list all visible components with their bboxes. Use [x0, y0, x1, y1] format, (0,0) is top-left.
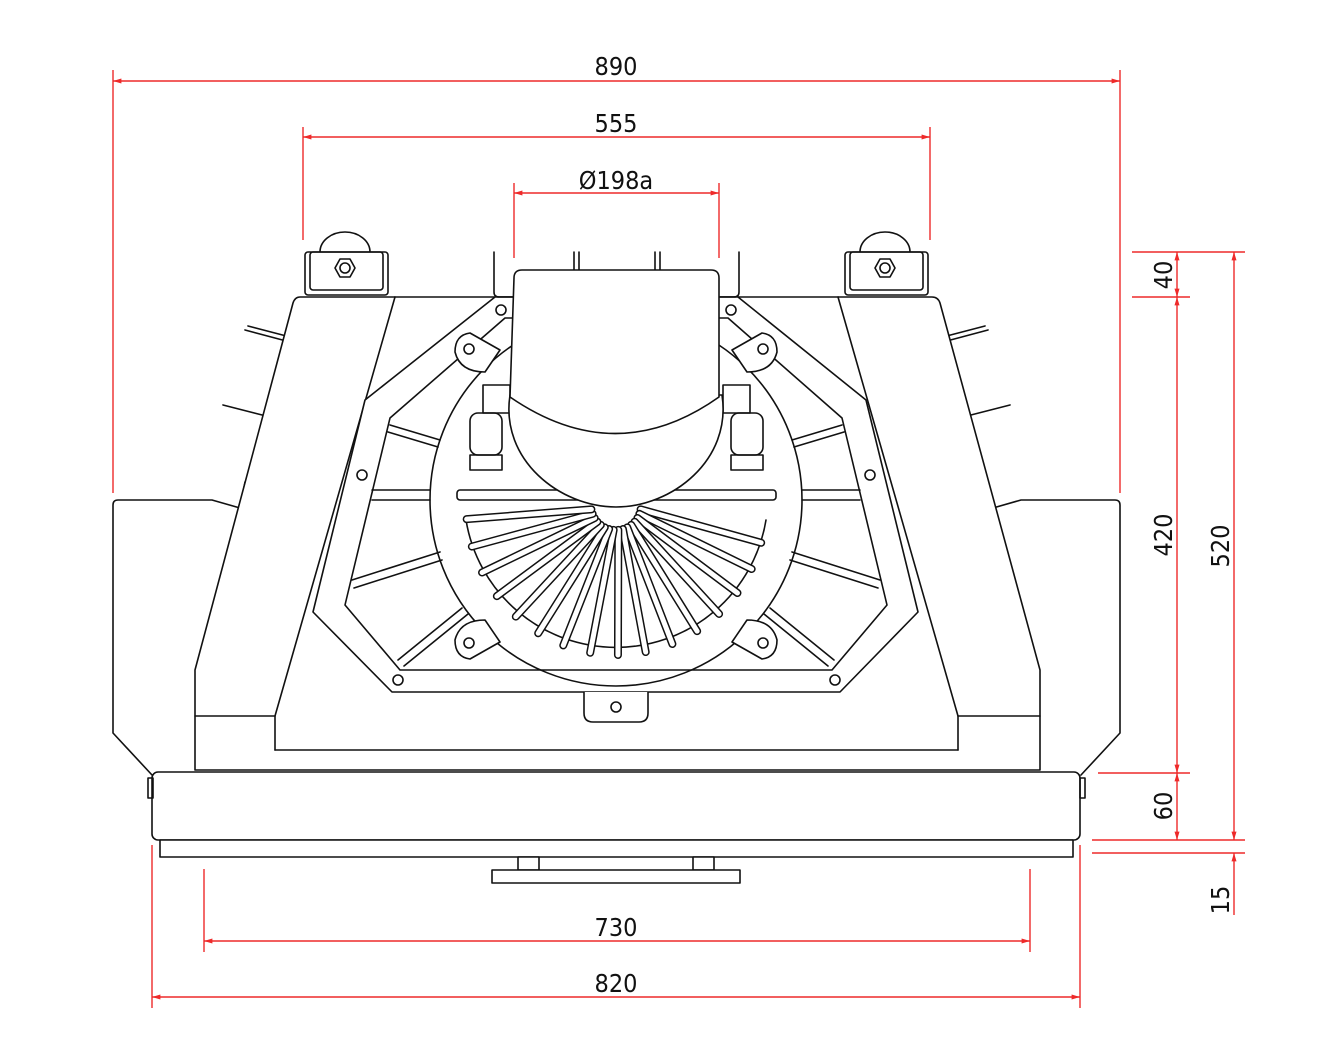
outlet-duct — [493, 251, 740, 508]
nut-icon — [874, 258, 896, 278]
impeller-vane — [535, 524, 608, 636]
impeller-vane — [479, 515, 598, 576]
dim-label-mount-spacing: 555 — [595, 109, 638, 138]
dim-overall-width: 890 — [112, 52, 1121, 493]
impeller-vane — [469, 511, 596, 550]
dim-label-base-width: 820 — [595, 969, 638, 998]
dim-label-outlet-diameter: Ø198a — [579, 166, 653, 195]
impeller-vane — [620, 526, 649, 655]
impeller-vane — [494, 519, 600, 599]
mounting-tab-left — [304, 231, 389, 296]
dim-label-base-hole-spacing: 730 — [595, 913, 638, 942]
mounting-tabs — [304, 231, 929, 296]
dim-mount-spacing: 555 — [302, 109, 931, 240]
dim-outlet-diameter: Ø198a — [513, 166, 720, 258]
impeller-vane — [464, 506, 594, 522]
dim-label-top-tab-height: 40 — [1149, 261, 1178, 290]
dim-vertical-chain: 40 420 60 520 15 — [1092, 251, 1245, 915]
dim-label-total-height: 520 — [1206, 525, 1235, 568]
impeller-vane — [638, 506, 764, 546]
dim-label-body-height: 420 — [1149, 514, 1178, 557]
volute-housing — [429, 313, 803, 723]
dim-base-hole-spacing: 730 — [203, 869, 1031, 952]
impeller-vane — [632, 519, 722, 617]
impeller-vane — [628, 522, 700, 634]
dim-base-width: 820 — [151, 845, 1081, 1008]
dim-label-overall-width: 890 — [595, 52, 638, 81]
impeller-vane — [624, 524, 675, 647]
vanes — [462, 505, 766, 659]
mounting-tab-right — [844, 231, 929, 296]
dim-label-foot-height: 15 — [1206, 886, 1235, 915]
impeller-vane — [587, 527, 617, 656]
impeller-vane — [513, 522, 604, 620]
dimension-lines: 890 555 Ø198a 730 820 — [112, 52, 1245, 1008]
nut-icon — [334, 258, 356, 278]
motor-lugs — [454, 332, 778, 660]
impeller-vane — [560, 526, 612, 648]
impeller-vane — [636, 511, 755, 572]
dim-label-base-height: 60 — [1149, 792, 1178, 821]
base-plate — [147, 771, 1086, 884]
impeller-vane — [634, 515, 740, 596]
